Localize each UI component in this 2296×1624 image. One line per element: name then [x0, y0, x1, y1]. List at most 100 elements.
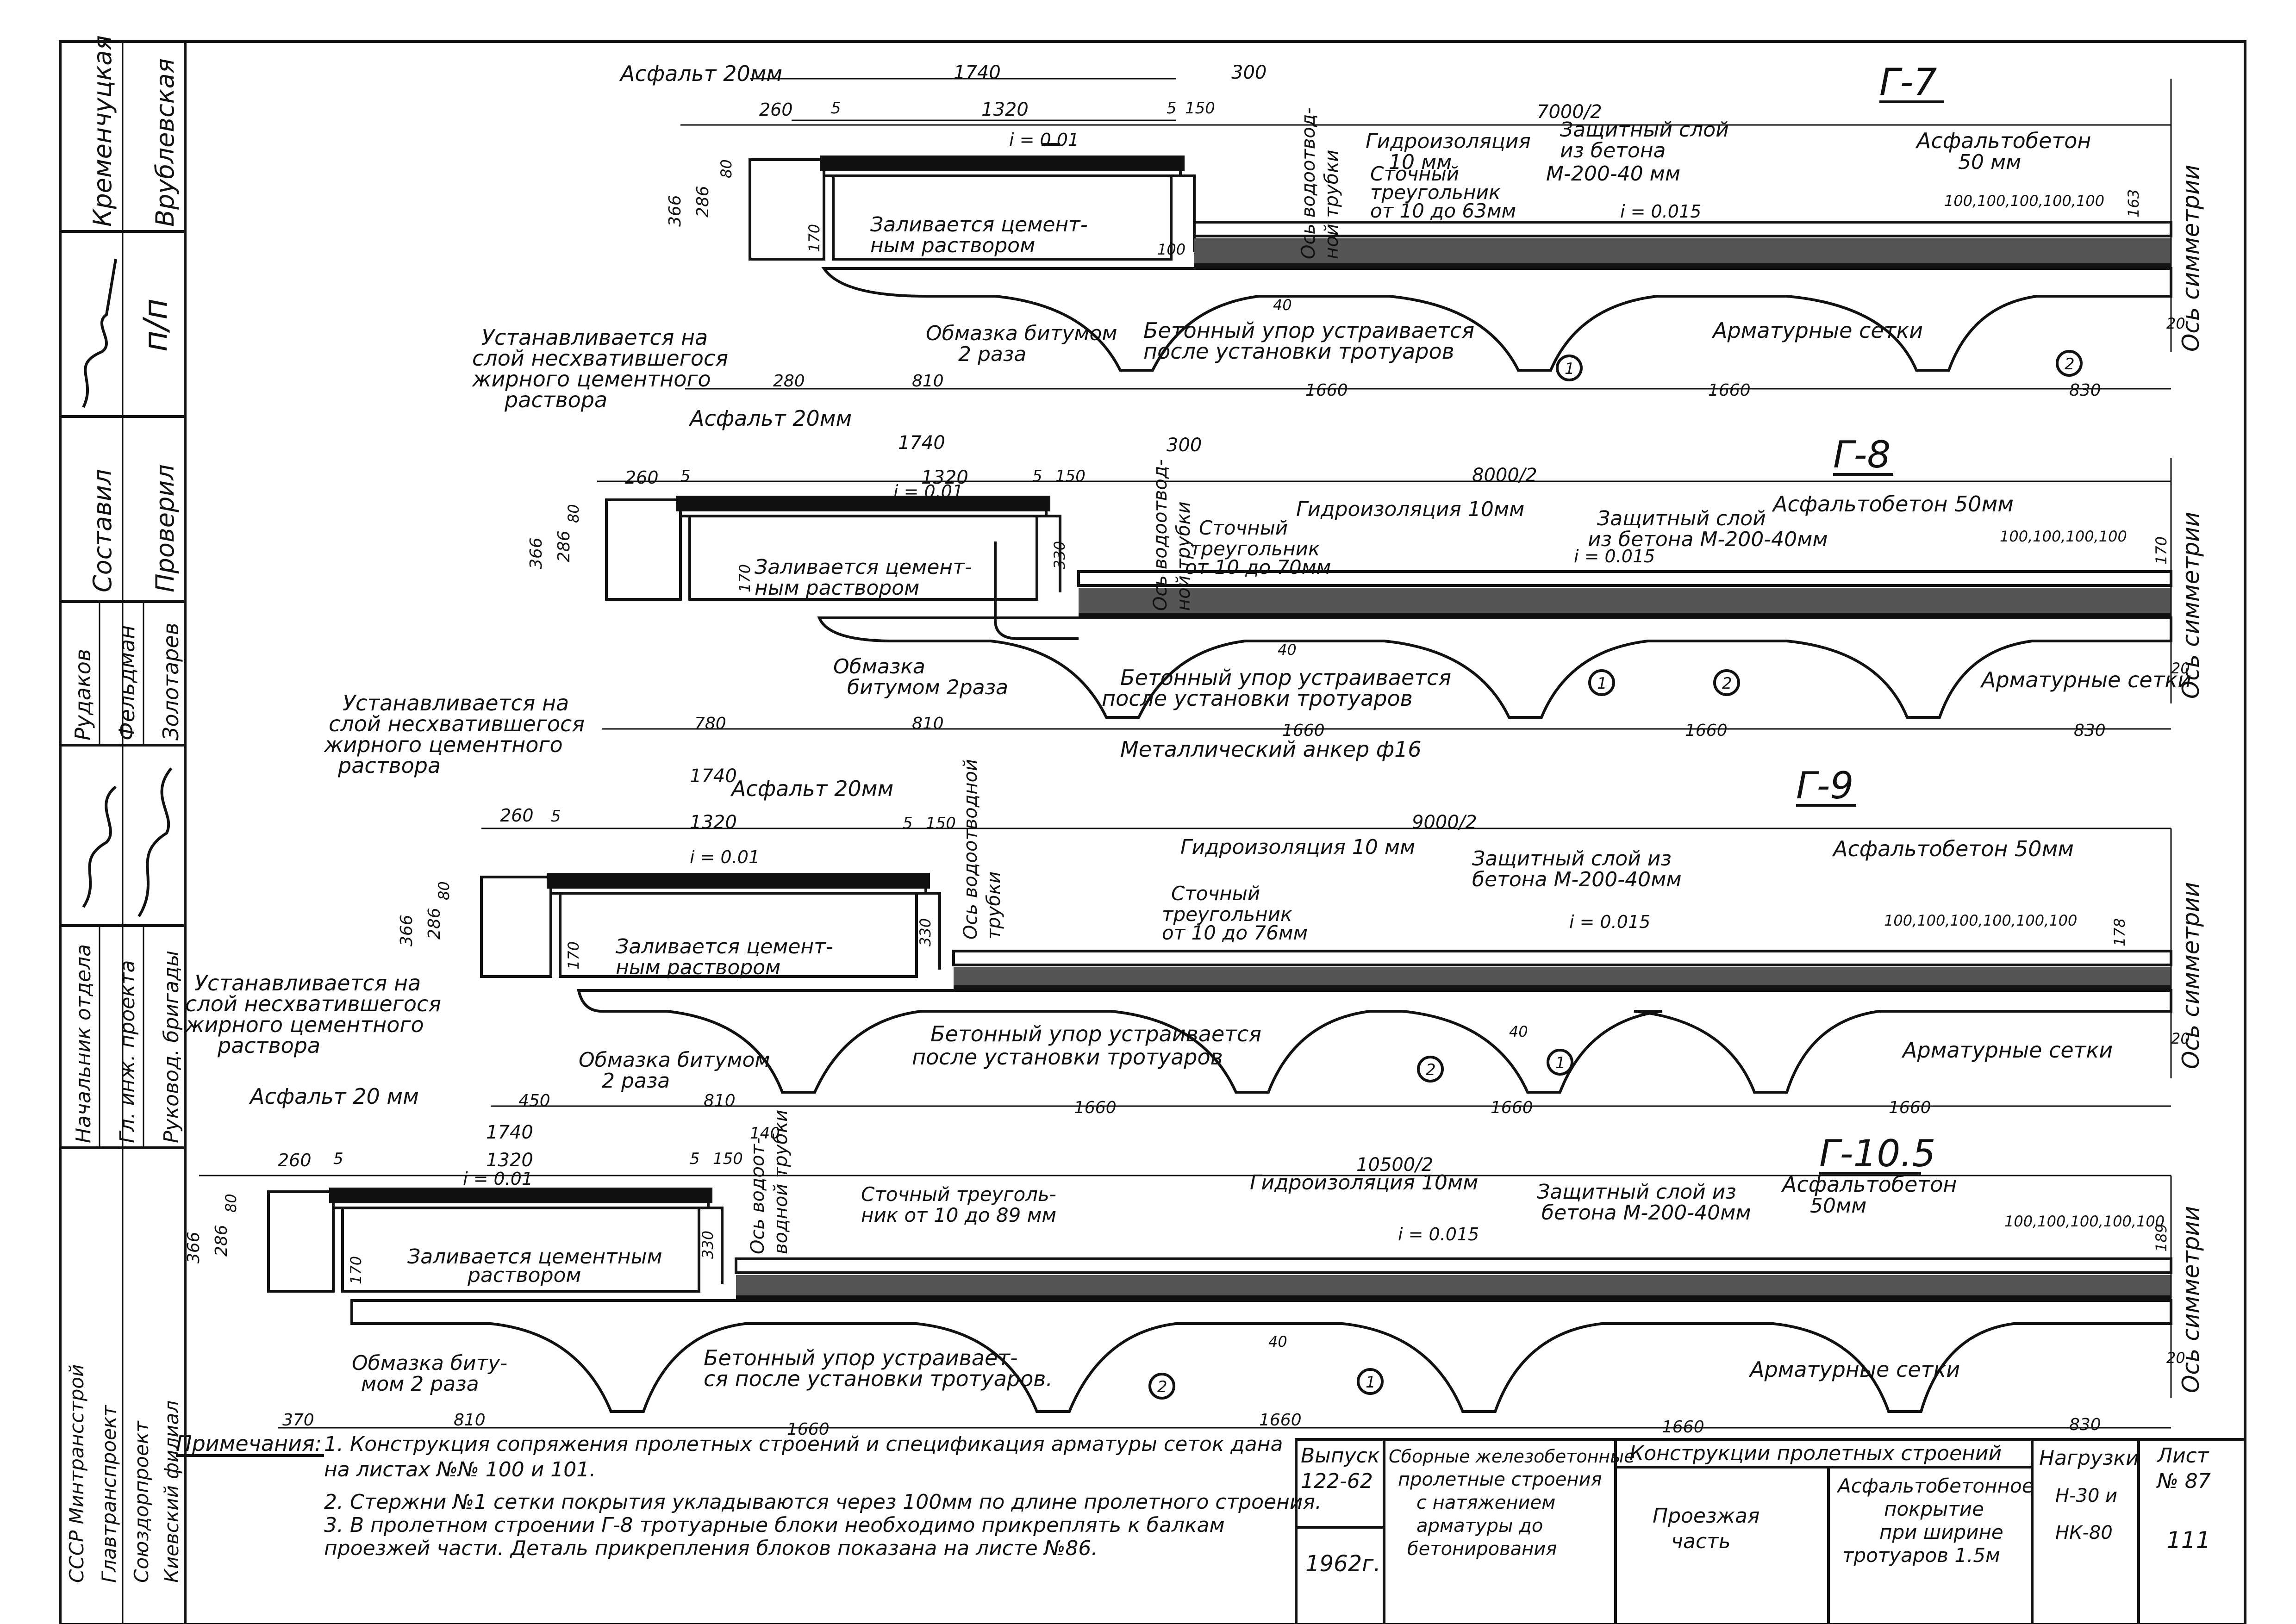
height: 163	[2125, 189, 2142, 218]
note-2: 2. Стержни №1 сетки покрытия укладываютс…	[324, 1490, 1322, 1514]
dim: 5	[333, 1150, 343, 1168]
drain-label: водной трубки	[770, 1110, 792, 1254]
axis-label: Ось симметрии	[2177, 1206, 2204, 1393]
loads: НК-80	[2055, 1522, 2113, 1543]
axis-label: Ось симметрии	[2177, 512, 2204, 699]
dim: 5	[831, 99, 841, 118]
dim: 260	[625, 467, 659, 488]
label-laid: Устанавливается на	[194, 971, 421, 996]
dim: 150	[713, 1150, 743, 1168]
dim: 1660	[1662, 1418, 1704, 1437]
slope: i = 0.015	[1620, 201, 1701, 222]
height: 170	[2152, 536, 2170, 565]
slope: i = 0.01	[463, 1169, 533, 1189]
height: 170	[805, 224, 823, 252]
height: 80	[565, 504, 582, 523]
label-protect: бетона М-200-40мм	[1472, 868, 1682, 891]
label-bitumen: 2 раза	[958, 342, 1026, 366]
drain-label: ной трубки	[1173, 501, 1194, 611]
dim: 140	[750, 1124, 780, 1143]
height: 330	[917, 918, 934, 946]
section-g8: Г-8 8000/2 1740 300 1320 260 5 5 150 Асф…	[324, 406, 2204, 778]
slope: i = 0.01	[690, 847, 760, 867]
series-title: с натяжением	[1416, 1492, 1555, 1513]
series-title: бетонирования	[1407, 1538, 1557, 1560]
sheet-title: при ширине	[1879, 1521, 2003, 1543]
note-3b: проезжей части. Деталь прикрепления блок…	[324, 1537, 1098, 1560]
dim: 5	[551, 807, 561, 826]
half-width: 10500/2	[1356, 1154, 1433, 1176]
signature-1	[82, 259, 117, 408]
dim: 5	[903, 814, 913, 833]
height: 170	[736, 564, 754, 592]
loads-label: Нагрузки	[2039, 1446, 2139, 1470]
label-triangle: Сточный	[1370, 162, 1459, 185]
height: 170	[347, 1256, 365, 1284]
section-title: Г-8	[1833, 433, 1890, 476]
dim: 5	[690, 1150, 700, 1168]
label-mesh: Арматурные сетки	[1901, 1038, 2113, 1063]
sheet-title: покрытие	[1884, 1498, 1984, 1520]
label-laid: слой несхватившегося	[329, 711, 585, 736]
label-laid: раствора	[504, 387, 607, 412]
marker-2	[1148, 1373, 1175, 1400]
label-cement: Заливается цемент-	[616, 935, 833, 958]
label-protect: из бетона М-200-40мм	[1588, 528, 1828, 551]
label-bitumen: битумом 2раза	[847, 676, 1008, 699]
height: 80	[222, 1194, 240, 1213]
label-laid: жирного цементного	[472, 367, 711, 392]
subject: Конструкции пролетных строений	[1629, 1442, 2002, 1465]
dim: 1320	[981, 99, 1029, 120]
label-triangle: от 10 до 70мм	[1185, 556, 1331, 579]
series-title: Сборные железобетонные	[1389, 1446, 1635, 1467]
dim: 150	[1185, 99, 1215, 118]
label-protect: Защитный слой из	[1472, 847, 1672, 871]
marker-1	[1556, 355, 1583, 381]
dim: 830	[2069, 381, 2101, 400]
dim: 1320	[921, 467, 968, 488]
label-asphalt-concrete: Асфальтобетон 50мм	[1772, 492, 2014, 516]
issue-label: Выпуск	[1301, 1444, 1380, 1468]
notes: Примечания: 1. Конструкция сопряжения пр…	[176, 1431, 1322, 1560]
dim: 300	[1231, 62, 1267, 83]
height: 20	[2171, 1030, 2190, 1047]
label-bitumen: 2 раза	[602, 1069, 670, 1093]
dim: 810	[912, 372, 944, 391]
label-triangle: Сточный	[1199, 516, 1288, 539]
marker-text: 1	[1366, 1373, 1376, 1392]
dim: 260	[500, 805, 534, 826]
label-mesh: Арматурные сетки	[1748, 1357, 1960, 1382]
label-protect: Защитный слой из	[1537, 1180, 1736, 1204]
drain-label: Ось водоотвод-	[1298, 107, 1319, 259]
label-cement: Заливается цементным	[407, 1245, 662, 1269]
axis-label: Ось симметрии	[2177, 165, 2204, 352]
loads: Н-30 и	[2055, 1485, 2117, 1506]
label-waterproof: 10 мм	[1389, 150, 1452, 174]
height: 170	[565, 941, 582, 970]
dim: 1740	[486, 1122, 533, 1143]
drain-label: Ось водоотводной	[960, 759, 981, 940]
dim: 260	[278, 1150, 312, 1170]
dim: 1740	[690, 765, 737, 787]
label-bitumen: Обмазка битумом	[926, 322, 1117, 345]
label-waterproof: Гидроизоляция 10 мм	[1180, 835, 1415, 859]
notes-label: Примечания:	[176, 1431, 322, 1456]
marker-1	[1547, 1049, 1573, 1076]
marker-text: 1	[1565, 360, 1575, 378]
label-triangle: Сточный	[1171, 882, 1260, 905]
height: 20	[2166, 1349, 2185, 1367]
dim: 5	[1167, 99, 1177, 118]
stamp-org-4: Киевский филиал	[160, 1400, 183, 1583]
dim: 810	[454, 1411, 486, 1430]
label-protect: Защитный слой	[1597, 507, 1766, 530]
height: 100	[1157, 241, 1185, 258]
height: 20	[2171, 660, 2190, 677]
height: 366	[527, 537, 546, 569]
marker-2	[2056, 350, 2083, 377]
stamp-top-1: Кременчуцкая	[88, 35, 117, 227]
height: 330	[1051, 541, 1068, 569]
marker-1	[1357, 1368, 1384, 1395]
label-stop: после установки тротуаров	[1102, 686, 1413, 711]
dim: 1320	[486, 1150, 533, 1171]
label-triangle: ник от 10 до 89 мм	[861, 1204, 1056, 1226]
